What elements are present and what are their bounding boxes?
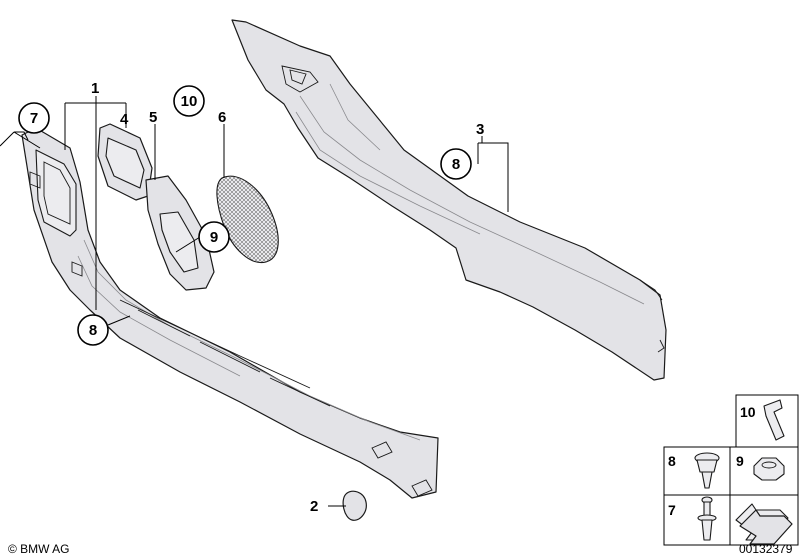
svg-text:8: 8 [452, 156, 460, 173]
legend-label-10: 10 [740, 404, 756, 420]
image-number: 00132379 [739, 542, 793, 556]
leader-lines [0, 96, 509, 507]
copyright-text: © BMW AG [8, 542, 70, 556]
callout-4: 4 [120, 111, 129, 128]
callout-circle-7: 7 [18, 102, 50, 134]
callout-circle-8-left: 8 [77, 314, 109, 346]
sill-trim-part [21, 127, 439, 499]
side-trim-panel-part [231, 19, 667, 381]
round-cap-part [342, 490, 367, 521]
nut-icon [753, 457, 785, 481]
callout-3: 3 [476, 121, 484, 138]
svg-text:9: 9 [210, 229, 218, 246]
callout-6: 6 [218, 109, 226, 126]
legend-label-7: 7 [668, 502, 676, 518]
callout-5: 5 [149, 109, 157, 126]
clip-part-icon [763, 399, 785, 441]
callout-1: 1 [91, 80, 99, 97]
svg-text:10: 10 [181, 93, 198, 110]
frame-cover-part [97, 123, 153, 201]
callout-2: 2 [310, 498, 318, 515]
legend-label-9: 9 [736, 453, 744, 469]
callout-circle-9: 9 [198, 221, 230, 253]
speaker-grille-part [216, 175, 279, 264]
svg-text:7: 7 [30, 110, 38, 127]
direction-arrow-icon [735, 503, 793, 545]
speaker-cover-part [145, 175, 215, 291]
callout-circle-8-right: 8 [440, 148, 472, 180]
svg-text:8: 8 [89, 322, 97, 339]
small-parts-legend: 10 8 9 7 [663, 394, 799, 546]
screw-icon [697, 496, 717, 541]
legend-label-8: 8 [668, 453, 676, 469]
callout-circle-10: 10 [173, 85, 205, 117]
push-rivet-icon [694, 452, 720, 489]
